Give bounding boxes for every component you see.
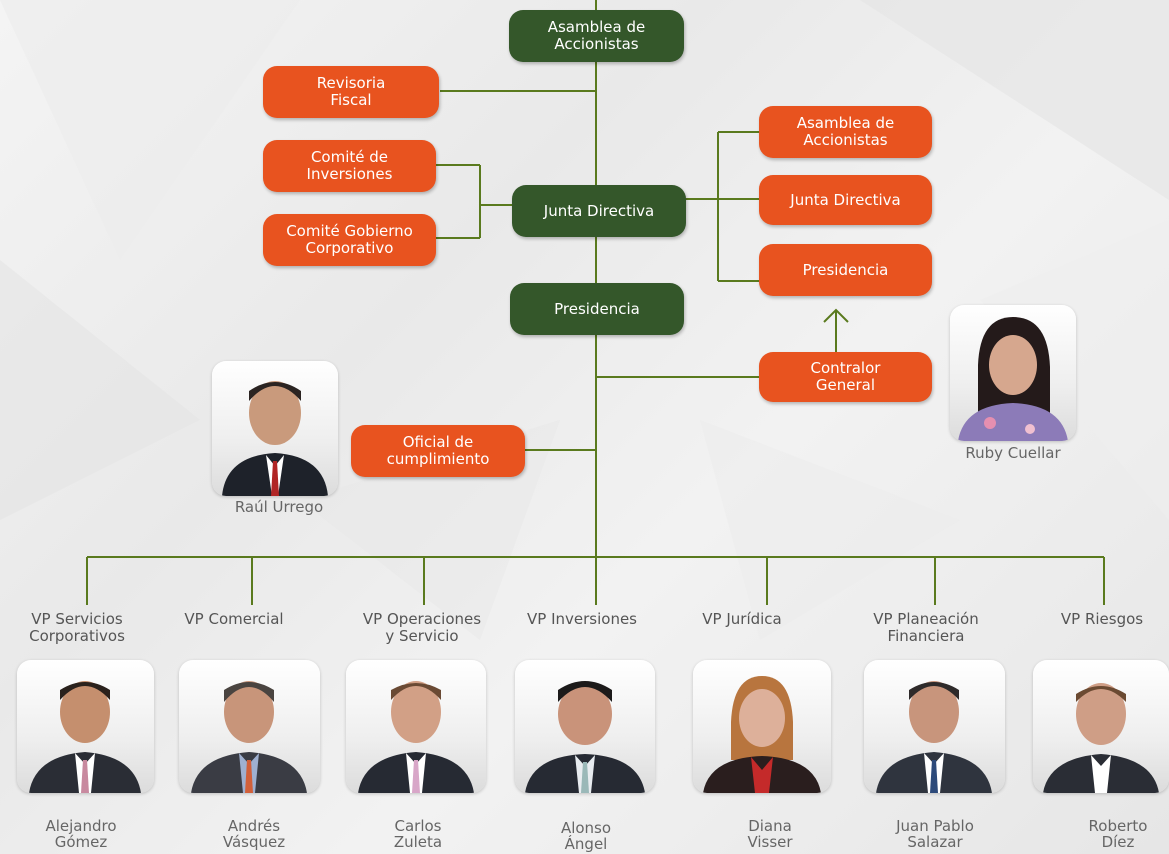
raul-photo	[212, 361, 338, 496]
junta-directiva-box: Junta Directiva	[512, 185, 686, 237]
vp-photo	[179, 660, 320, 793]
vp-photo	[864, 660, 1005, 793]
vp-label: VP Planeación Financiera	[873, 610, 979, 645]
asamblea-box: Asamblea de Accionistas	[509, 10, 684, 62]
comite-inversiones-box: Comité de Inversiones	[263, 140, 436, 192]
vp-photo	[515, 660, 655, 793]
vp-label: VP Riesgos	[1060, 610, 1144, 628]
vp-name: Diana Visser	[747, 817, 793, 851]
vp-name: Alonso Ángel	[560, 819, 612, 853]
contralor-box: Contralor General	[759, 352, 932, 402]
oficial-box: Oficial de cumplimiento	[351, 425, 525, 477]
vp-name: Juan Pablo Salazar	[896, 817, 974, 851]
ruby-name: Ruby Cuellar	[965, 444, 1061, 462]
ruby-photo	[950, 305, 1076, 441]
vp-label: VP Servicios Corporativos	[29, 610, 125, 645]
vp-name: Roberto Díez	[1088, 817, 1148, 851]
presidencia-box: Presidencia	[510, 283, 684, 335]
vp-name: Carlos Zuleta	[393, 817, 443, 851]
right-junta-box: Junta Directiva	[759, 175, 932, 225]
vp-name: Alejandro Gómez	[45, 817, 117, 851]
vp-label: VP Jurídica	[702, 610, 782, 628]
vp-label: VP Operaciones y Servicio	[362, 610, 482, 645]
right-asamblea-box: Asamblea de Accionistas	[759, 106, 932, 158]
vp-photo	[17, 660, 154, 793]
raul-name: Raúl Urrego	[234, 498, 324, 516]
comite-gobierno-box: Comité Gobierno Corporativo	[263, 214, 436, 266]
right-presidencia-box: Presidencia	[759, 244, 932, 296]
vp-photo	[346, 660, 486, 793]
revisoria-box: Revisoria Fiscal	[263, 66, 439, 118]
vp-photo	[693, 660, 831, 793]
vp-label: VP Comercial	[184, 610, 284, 628]
vp-name: Andrés Vásquez	[222, 817, 286, 851]
vp-photo	[1033, 660, 1169, 793]
vp-label: VP Inversiones	[527, 610, 637, 628]
